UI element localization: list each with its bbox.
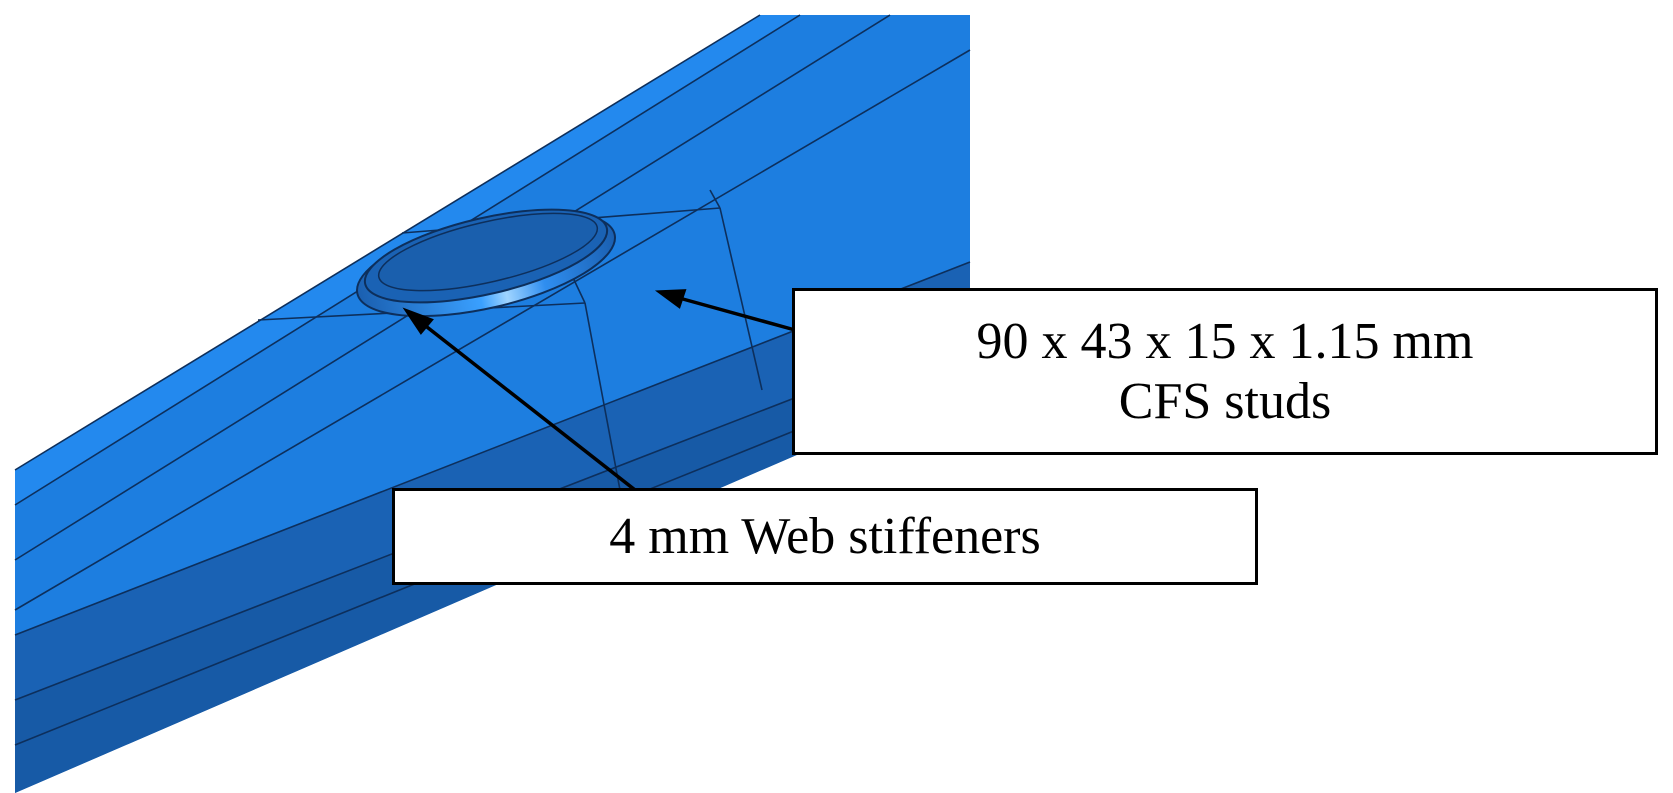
callout-studs: 90 x 43 x 15 x 1.15 mm CFS studs bbox=[792, 288, 1658, 455]
studs-label-line2: CFS studs bbox=[1118, 372, 1332, 430]
studs-label-line1: 90 x 43 x 15 x 1.15 mm bbox=[976, 312, 1474, 370]
arrow-studs-line bbox=[671, 294, 796, 332]
web-stiffener-ring-icon bbox=[356, 208, 616, 318]
arrow-stiffeners-head bbox=[402, 307, 434, 335]
stiffeners-label: 4 mm Web stiffeners bbox=[609, 507, 1041, 565]
arrow-studs-head bbox=[654, 289, 687, 309]
arrows bbox=[402, 289, 796, 492]
callout-stiffeners: 4 mm Web stiffeners bbox=[392, 488, 1258, 585]
arrow-stiffeners-line bbox=[416, 318, 637, 492]
stud-top-face bbox=[15, 15, 970, 635]
